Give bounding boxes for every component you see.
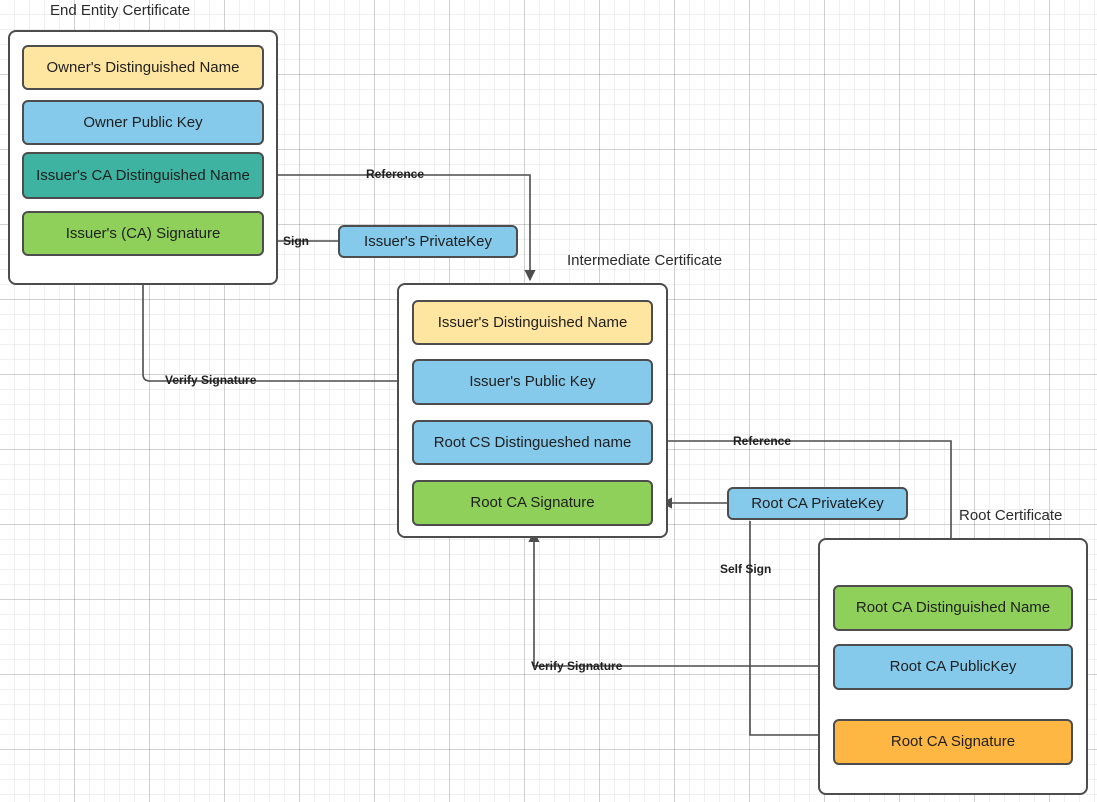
edge-label-reference-bottom: Reference — [733, 434, 792, 448]
edge-label-verify-signature-top: Verify Signature — [165, 373, 257, 387]
root-field-root-ca-distinguished-name[interactable]: Root CA Distinguished Name — [833, 585, 1073, 631]
edge-label-self-sign: Self Sign — [720, 562, 772, 576]
root-certificate-label: Root Certificate — [959, 507, 1063, 524]
root-field-root-ca-signature[interactable]: Root CA Signature — [833, 719, 1073, 765]
root-field-root-ca-publickey[interactable]: Root CA PublicKey — [833, 644, 1073, 690]
edge-label-verify-signature-bottom: Verify Signature — [531, 659, 623, 673]
intermediate-field-issuer-public-key[interactable]: Issuer's Public Key — [412, 359, 653, 405]
edge-self-sign — [749, 521, 830, 741]
root-ca-private-key-box[interactable]: Root CA PrivateKey — [727, 487, 908, 520]
intermediate-field-root-cs-distingueshed-name[interactable]: Root CS Distingueshed name — [412, 420, 653, 465]
intermediate-field-root-ca-signature[interactable]: Root CA Signature — [412, 480, 653, 526]
edge-label-sign: Sign — [283, 234, 309, 248]
edge-verify-signature-bottom — [528, 530, 833, 667]
edge-label-reference-top: Reference — [366, 167, 425, 181]
end-entity-field-issuer-ca-distinguished-name[interactable]: Issuer's CA Distinguished Name — [22, 152, 264, 199]
issuer-private-key-box[interactable]: Issuer's PrivateKey — [338, 225, 518, 258]
end-entity-field-owner-public-key[interactable]: Owner Public Key — [22, 100, 264, 145]
end-entity-field-issuer-ca-signature[interactable]: Issuer's (CA) Signature — [22, 211, 264, 256]
end-entity-certificate-label: End Entity Certificate — [50, 2, 191, 19]
intermediate-field-issuer-distinguished-name[interactable]: Issuer's Distinguished Name — [412, 300, 653, 345]
intermediate-certificate-label: Intermediate Certificate — [567, 252, 723, 269]
end-entity-field-owner-distinguished-name[interactable]: Owner's Distinguished Name — [22, 45, 264, 90]
